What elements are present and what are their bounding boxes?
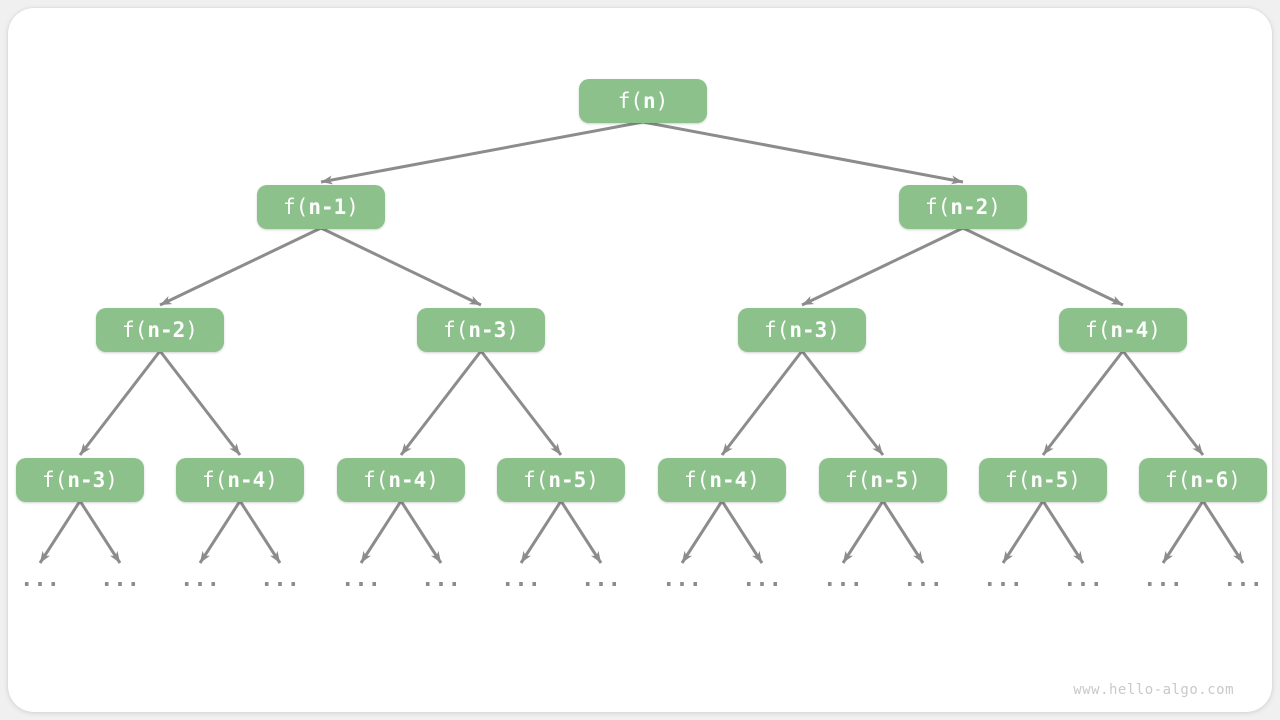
tree-node-box bbox=[979, 458, 1107, 502]
ellipsis-arrow bbox=[519, 500, 563, 564]
tree-node-label: f(n-4) bbox=[363, 468, 439, 492]
watermark-text: www.hello-algo.com bbox=[1073, 682, 1234, 698]
tree-node: f(n-4) bbox=[658, 458, 786, 502]
tree-node-label: f(n-5) bbox=[523, 468, 599, 492]
ellipsis-layer: ........................................… bbox=[20, 500, 1263, 592]
tree-node-box bbox=[176, 458, 304, 502]
ellipsis: ... bbox=[823, 567, 863, 592]
edge-arrow bbox=[320, 226, 482, 307]
edge-arrow bbox=[642, 120, 964, 185]
ellipsis: ... bbox=[20, 567, 60, 592]
tree-node: f(n-1) bbox=[257, 185, 385, 229]
ellipsis: ... bbox=[421, 567, 461, 592]
ellipsis-arrow bbox=[881, 500, 925, 564]
ellipsis-arrow bbox=[198, 500, 242, 564]
ellipsis-arrow bbox=[1001, 500, 1045, 564]
tree-node-box bbox=[16, 458, 144, 502]
ellipsis: ... bbox=[662, 567, 702, 592]
ellipsis-arrow bbox=[38, 500, 82, 564]
ellipsis: ... bbox=[903, 567, 943, 592]
tree-node: f(n-2) bbox=[96, 308, 224, 352]
tree-node-label: f(n) bbox=[618, 89, 669, 113]
edge-arrow bbox=[158, 350, 242, 456]
edge-arrow bbox=[479, 350, 563, 456]
tree-node: f(n-4) bbox=[1059, 308, 1187, 352]
tree-node: f(n-3) bbox=[16, 458, 144, 502]
tree-node: f(n-2) bbox=[899, 185, 1027, 229]
ellipsis: ... bbox=[260, 567, 300, 592]
tree-node: f(n-4) bbox=[337, 458, 465, 502]
tree-node: f(n-3) bbox=[738, 308, 866, 352]
ellipsis: ... bbox=[100, 567, 140, 592]
tree-node: f(n) bbox=[579, 79, 707, 123]
ellipsis-arrow bbox=[720, 500, 764, 564]
ellipsis: ... bbox=[180, 567, 220, 592]
tree-node-box bbox=[579, 79, 707, 123]
tree-node: f(n-4) bbox=[176, 458, 304, 502]
tree-node: f(n-5) bbox=[819, 458, 947, 502]
tree-node-box bbox=[1139, 458, 1267, 502]
edge-arrow bbox=[78, 350, 162, 456]
ellipsis-arrow bbox=[78, 500, 122, 564]
tree-nodes: f(n) f(n-1) f(n-2) f(n-2) f(n-3) f(n-3) f(n-4)… bbox=[16, 79, 1267, 502]
tree-node-box bbox=[497, 458, 625, 502]
tree-node-box bbox=[1059, 308, 1187, 352]
tree-node-label: f(n-2) bbox=[122, 318, 198, 342]
edge-arrow bbox=[962, 226, 1124, 307]
tree-node-label: f(n-1) bbox=[283, 195, 359, 219]
ellipsis-arrow bbox=[1161, 500, 1205, 564]
edge-arrow bbox=[159, 226, 322, 307]
tree-node: f(n-3) bbox=[417, 308, 545, 352]
edge-arrow bbox=[801, 226, 964, 307]
tree-node-label: f(n-2) bbox=[925, 195, 1001, 219]
ellipsis: ... bbox=[1063, 567, 1103, 592]
edge-arrow bbox=[720, 350, 804, 456]
ellipsis-arrow bbox=[399, 500, 443, 564]
tree-node-box bbox=[257, 185, 385, 229]
ellipsis-arrow bbox=[1201, 500, 1245, 564]
ellipsis-arrow bbox=[359, 500, 403, 564]
tree-node-label: f(n-4) bbox=[202, 468, 278, 492]
tree-node-label: f(n-5) bbox=[845, 468, 921, 492]
diagram-card bbox=[8, 8, 1272, 712]
edge-arrow bbox=[320, 120, 644, 185]
ellipsis: ... bbox=[1223, 567, 1263, 592]
ellipsis-arrow bbox=[559, 500, 603, 564]
ellipsis: ... bbox=[983, 567, 1023, 592]
tree-node-label: f(n-4) bbox=[1085, 318, 1161, 342]
ellipsis: ... bbox=[581, 567, 621, 592]
ellipsis: ... bbox=[501, 567, 541, 592]
tree-node-box bbox=[658, 458, 786, 502]
edge-arrow bbox=[399, 350, 483, 456]
tree-node-box bbox=[899, 185, 1027, 229]
tree-node-label: f(n-4) bbox=[684, 468, 760, 492]
tree-node-label: f(n-5) bbox=[1005, 468, 1081, 492]
tree-node: f(n-5) bbox=[979, 458, 1107, 502]
tree-edges bbox=[78, 120, 1205, 456]
ellipsis: ... bbox=[341, 567, 381, 592]
edge-arrow bbox=[800, 350, 885, 456]
tree-node-label: f(n-3) bbox=[42, 468, 118, 492]
ellipsis-arrow bbox=[680, 500, 724, 564]
tree-node-label: f(n-3) bbox=[764, 318, 840, 342]
edge-arrow bbox=[1121, 350, 1205, 456]
tree-node: f(n-5) bbox=[497, 458, 625, 502]
tree-node-label: f(n-3) bbox=[443, 318, 519, 342]
ellipsis: ... bbox=[1143, 567, 1183, 592]
edge-arrow bbox=[1041, 350, 1125, 456]
tree-node-box bbox=[96, 308, 224, 352]
tree-node-box bbox=[738, 308, 866, 352]
ellipsis-arrow bbox=[1041, 500, 1085, 564]
tree-node-box bbox=[417, 308, 545, 352]
tree-node-box bbox=[819, 458, 947, 502]
ellipsis: ... bbox=[742, 567, 782, 592]
tree-node-box bbox=[337, 458, 465, 502]
ellipsis-arrow bbox=[238, 500, 282, 564]
tree-node: f(n-6) bbox=[1139, 458, 1267, 502]
ellipsis-arrow bbox=[841, 500, 885, 564]
tree-node-label: f(n-6) bbox=[1165, 468, 1241, 492]
